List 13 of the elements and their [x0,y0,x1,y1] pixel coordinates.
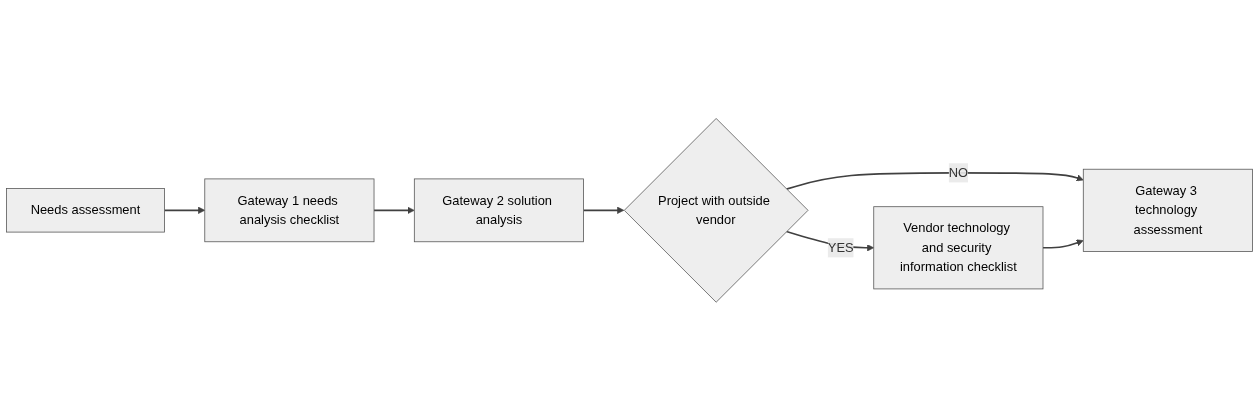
arrow [1042,239,1084,249]
node-box: Gateway 1 needs analysis checklist [204,178,375,242]
edge-label: NO [948,165,969,179]
node-box: Vendor technology and security information checklist [873,205,1044,289]
node-box: Needs assessment [6,187,165,233]
arrow [163,206,206,214]
node-diamond: Project with outside vendor [623,117,809,303]
arrow [785,171,1084,190]
arrow [582,206,625,214]
arrow [373,206,415,214]
edge-label: YES [827,240,854,254]
node-box: Gateway 3 technology assessment [1082,168,1253,252]
node-box: Gateway 2 solution analysis [413,178,584,242]
